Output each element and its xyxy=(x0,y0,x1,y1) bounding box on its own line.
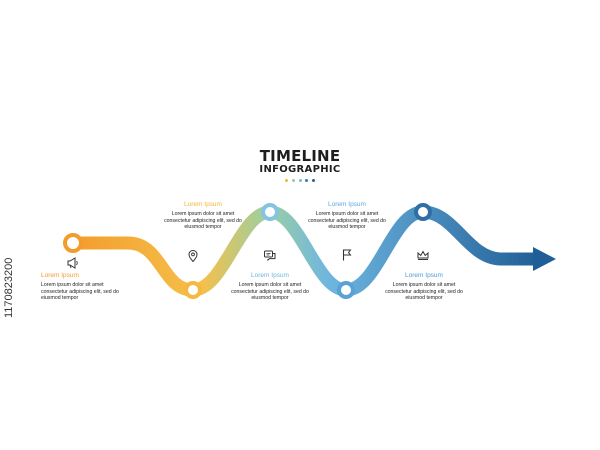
step-5-text: Lorem Ipsum Lorem ipsum dolor sit amet c… xyxy=(384,272,464,302)
timeline-node-2 xyxy=(184,281,202,299)
megaphone-icon xyxy=(67,257,78,269)
step-body: Lorem ipsum dolor sit amet consectetur a… xyxy=(308,211,386,230)
timeline-title: TIMELINE xyxy=(259,147,341,165)
timeline-node-5 xyxy=(414,203,432,221)
chat-bubbles-icon xyxy=(264,250,276,262)
step-1-text: Lorem Ipsum Lorem ipsum dolor sit amet c… xyxy=(41,272,121,302)
step-2-text: Lorem Ipsum Lorem ipsum dolor sit amet c… xyxy=(163,201,243,231)
title-dot xyxy=(312,179,315,182)
title-dot xyxy=(291,179,295,182)
title-dot xyxy=(285,179,288,182)
timeline-node-1 xyxy=(63,233,83,253)
title-dot xyxy=(298,179,302,182)
step-body: Lorem ipsum dolor sit amet consectetur a… xyxy=(385,282,463,301)
step-heading: Lorem Ipsum xyxy=(405,272,443,279)
arrow-head xyxy=(533,247,556,271)
timeline-path xyxy=(66,205,542,297)
step-body: Lorem ipsum dolor sit amet consectetur a… xyxy=(41,282,119,301)
timeline-node-3 xyxy=(261,203,279,221)
crown-icon xyxy=(417,250,429,260)
step-heading: Lorem Ipsum xyxy=(41,272,79,279)
step-4-text: Lorem Ipsum Lorem ipsum dolor sit amet c… xyxy=(307,201,387,231)
location-pin-icon xyxy=(188,249,198,263)
step-3-text: Lorem Ipsum Lorem ipsum dolor sit amet c… xyxy=(230,272,310,302)
flag-icon xyxy=(342,249,352,261)
stock-id: 1170823200 xyxy=(3,257,15,318)
title-dot-row xyxy=(285,179,315,183)
step-body: Lorem ipsum dolor sit amet consectetur a… xyxy=(231,282,309,301)
timeline-subtitle: INFOGRAPHIC xyxy=(259,164,341,175)
step-heading: Lorem Ipsum xyxy=(251,272,289,279)
step-heading: Lorem Ipsum xyxy=(184,201,222,208)
step-body: Lorem ipsum dolor sit amet consectetur a… xyxy=(164,211,242,230)
step-heading: Lorem Ipsum xyxy=(328,201,366,208)
title-dot xyxy=(305,179,309,182)
timeline-node-4 xyxy=(337,281,355,299)
